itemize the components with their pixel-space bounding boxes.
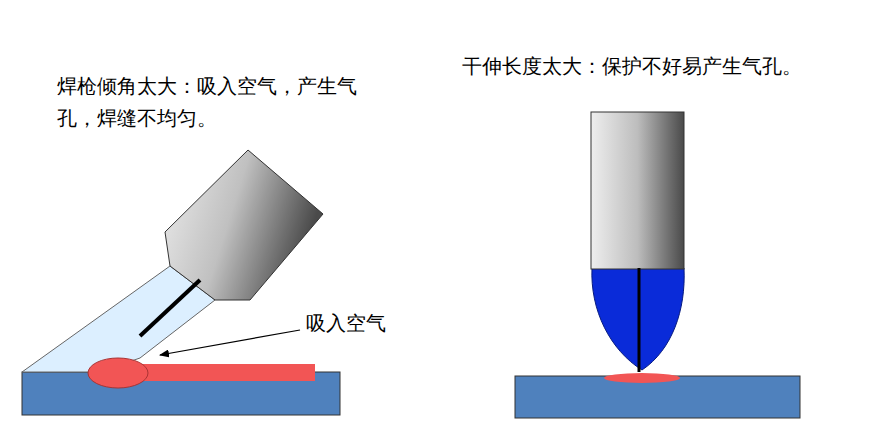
shield-gas bbox=[22, 266, 215, 372]
weld-pool bbox=[604, 373, 680, 383]
welding-wire bbox=[638, 268, 641, 372]
note-text: 焊枪倾角太大：吸入空气，产生气孔，焊缝不均匀。 bbox=[57, 70, 392, 134]
weld-pool bbox=[88, 358, 148, 388]
welding-torch bbox=[591, 112, 684, 269]
leader-arrow bbox=[160, 330, 300, 355]
note-text: 干伸长度太大：保护不好易产生气孔。 bbox=[462, 50, 802, 82]
callout-text: 吸入空气 bbox=[306, 307, 386, 339]
weld-bead bbox=[135, 364, 315, 381]
welding-wire bbox=[140, 280, 200, 336]
welding-torch bbox=[165, 150, 323, 300]
